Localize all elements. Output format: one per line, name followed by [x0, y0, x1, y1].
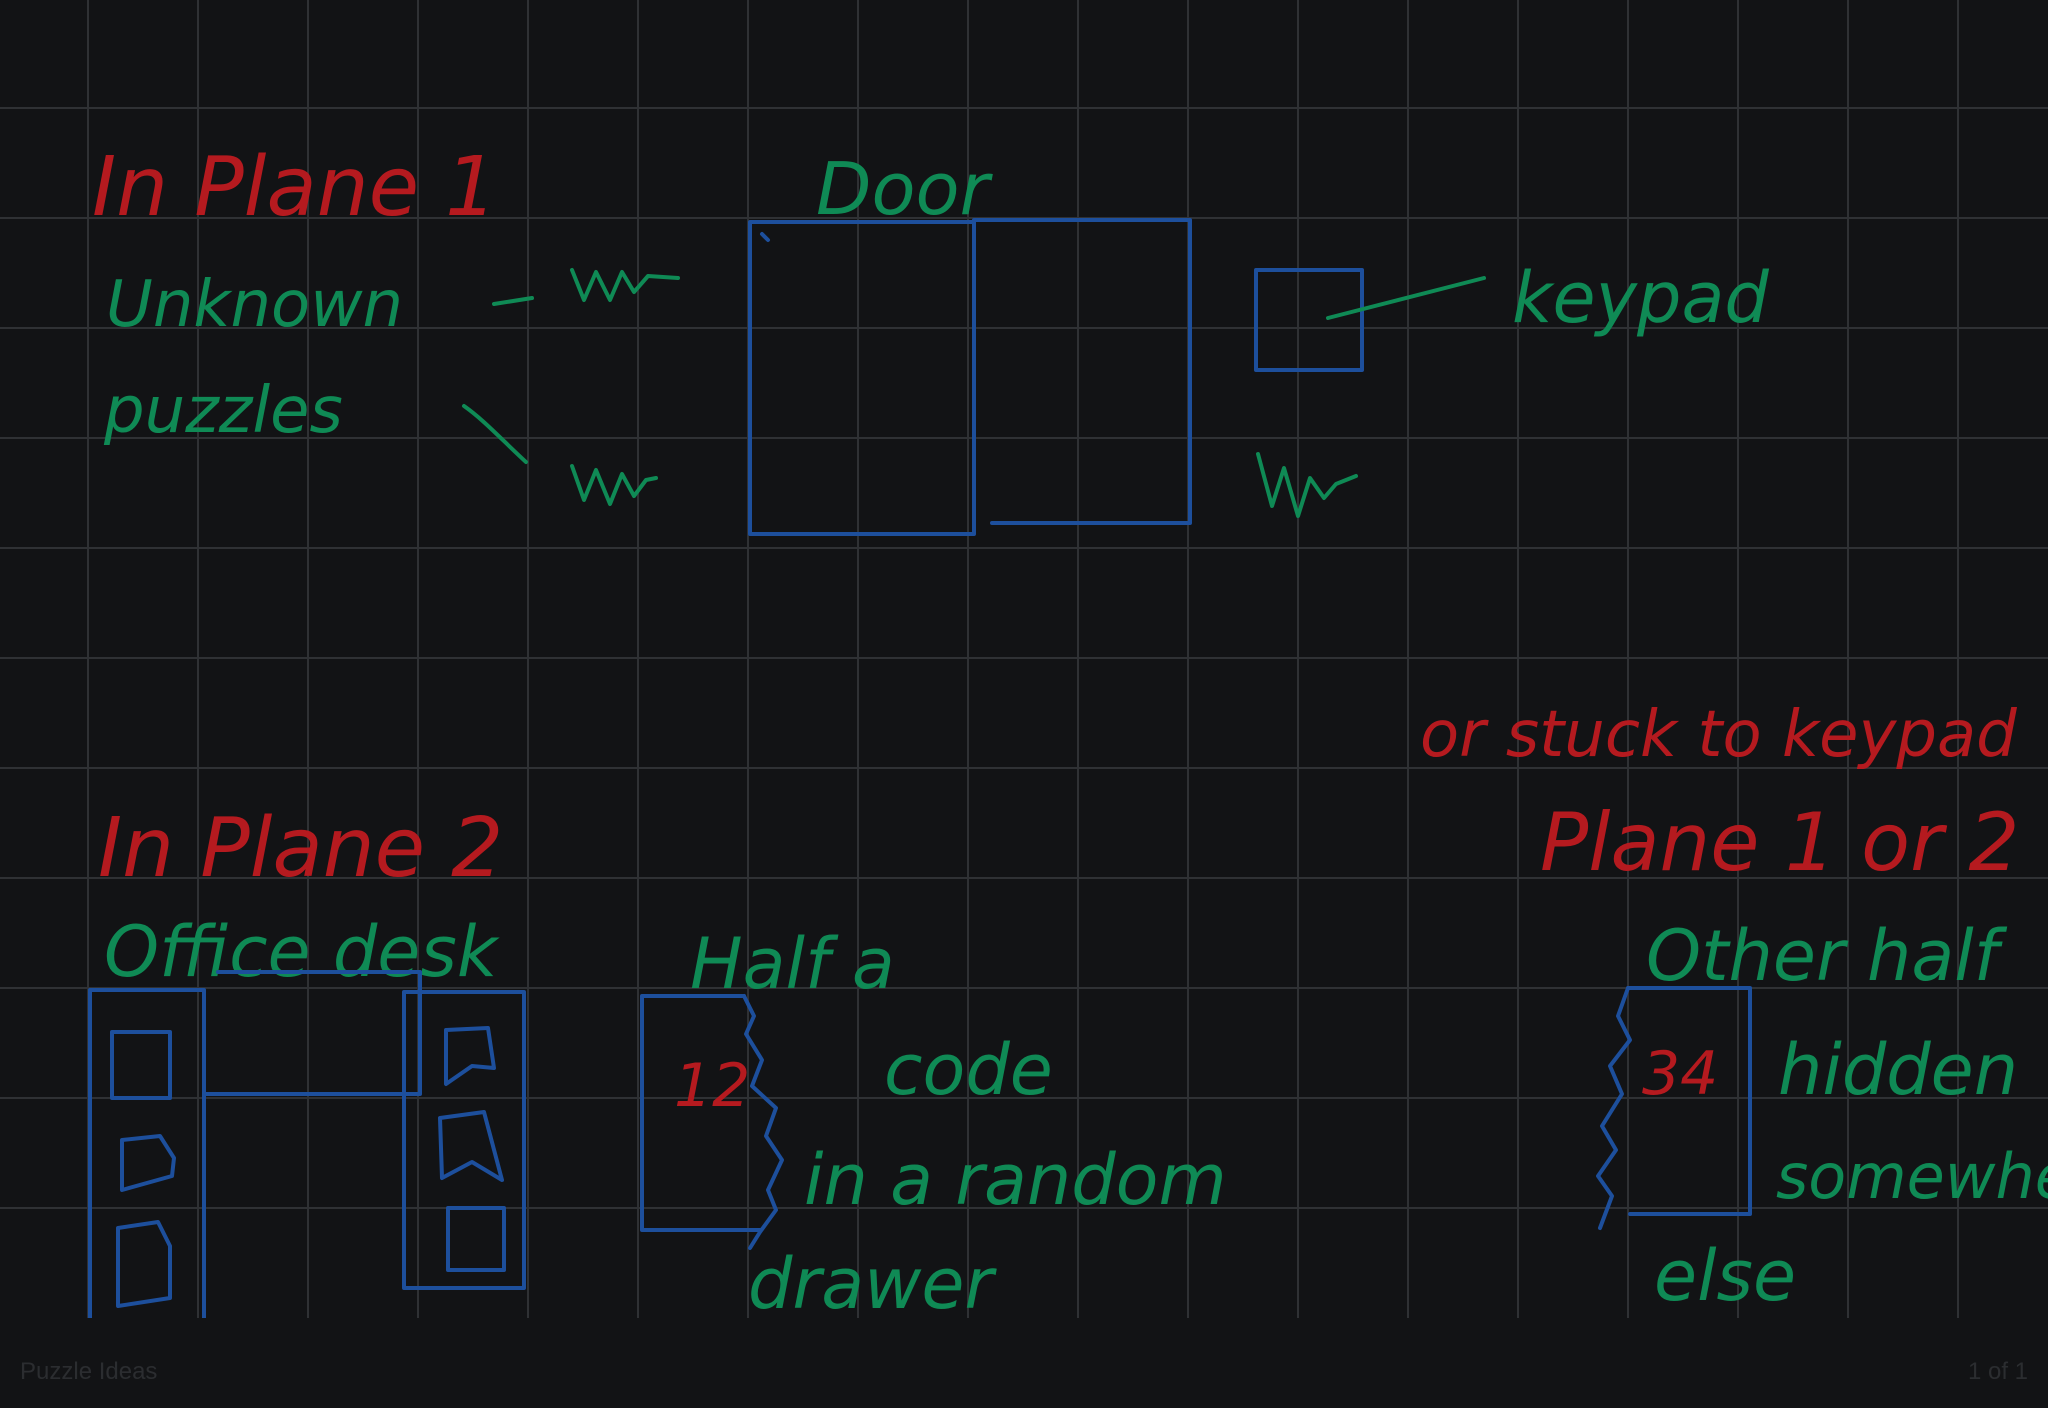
label-door: Door	[816, 147, 994, 231]
page-indicator: 1 of 1	[1967, 1358, 2028, 1385]
grid	[0, 0, 2048, 1318]
note-other-half: Other half	[1646, 915, 2008, 997]
document-title: Puzzle Ideas	[20, 1358, 158, 1385]
note-else: else	[1654, 1235, 1796, 1317]
drawer-half-1-drawing	[640, 994, 784, 1250]
keypad-drawing	[1254, 268, 1486, 372]
note-code: code	[884, 1029, 1053, 1111]
note-puzzles: puzzles	[103, 374, 343, 448]
note-plane-1-or-2: Plane 1 or 2	[1540, 796, 2019, 889]
heading-in-plane-1: In Plane 1	[92, 140, 497, 235]
note-half-a: Half a	[690, 923, 895, 1005]
note-somewhere: somewhere	[1776, 1140, 2048, 1213]
note-in-a-random: in a random	[804, 1139, 1227, 1221]
drawer-half-2-drawing	[1596, 986, 1752, 1230]
note-or-stuck-to-keypad: or stuck to keypad	[1420, 698, 2017, 772]
label-keypad: keypad	[1512, 257, 1769, 339]
note-unknown: Unknown	[106, 268, 403, 342]
branch-marks	[462, 268, 1358, 518]
code-first-half: 12	[674, 1051, 750, 1121]
note-hidden: hidden	[1778, 1029, 2018, 1111]
code-second-half: 34	[1642, 1039, 1718, 1109]
door-drawing	[748, 218, 1192, 536]
footer-bar	[0, 1318, 2048, 1408]
label-office-desk: Office desk	[104, 911, 500, 993]
heading-in-plane-2: In Plane 2	[98, 801, 503, 896]
note-drawer: drawer	[748, 1243, 997, 1325]
